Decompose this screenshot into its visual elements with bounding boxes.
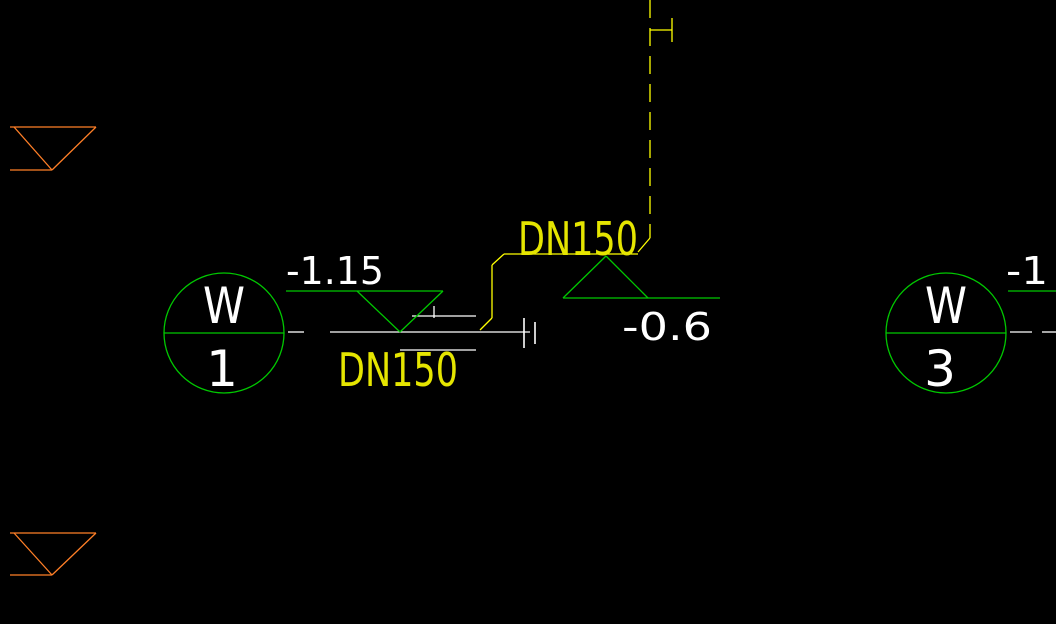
manhole-w1[interactable]: W 1 xyxy=(163,272,285,398)
pipe-label-upper[interactable]: DN150 xyxy=(518,212,638,266)
pipe-label-lower[interactable]: DN150 xyxy=(338,343,458,397)
elevation-center-value: -0.6 xyxy=(622,305,712,349)
level-triangle-icon xyxy=(286,290,444,333)
manhole-w1-top-label: W xyxy=(203,277,245,335)
manhole-w1-bottom-label: 1 xyxy=(206,340,238,398)
orange-elevation-marker-top xyxy=(10,126,97,171)
white-branch-lines xyxy=(288,306,530,351)
elevation-right[interactable]: -1 xyxy=(1006,249,1056,293)
elevation-center[interactable]: -0.6 xyxy=(562,255,720,349)
yellow-pipe-run xyxy=(479,253,638,331)
vertical-dashed-pipe xyxy=(637,0,673,253)
manhole-w3[interactable]: W 3 xyxy=(885,272,1056,398)
level-triangle-icon xyxy=(562,255,720,299)
manhole-w3-top-label: W xyxy=(925,277,967,335)
elevation-left[interactable]: -1.15 xyxy=(286,249,444,333)
elevation-right-value: -1 xyxy=(1006,249,1048,293)
pipe-cap-symbol xyxy=(523,318,536,348)
elevation-left-value: -1.15 xyxy=(286,249,384,293)
orange-elevation-marker-bottom xyxy=(10,532,97,576)
manhole-w3-bottom-label: 3 xyxy=(924,340,956,398)
